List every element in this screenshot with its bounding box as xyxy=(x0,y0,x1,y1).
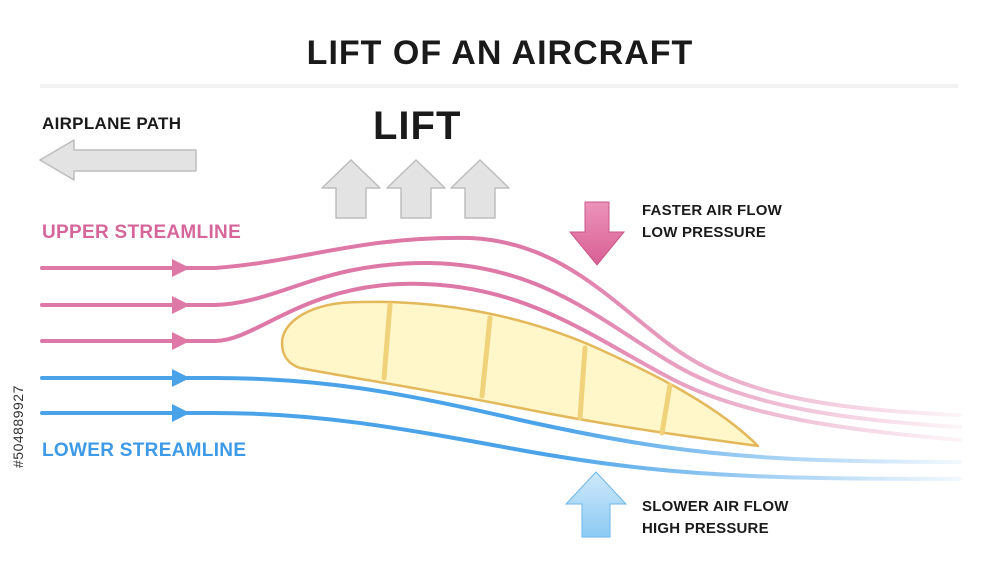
flow-arrowhead-icon xyxy=(172,404,190,422)
lower-flow-arrowheads xyxy=(172,369,190,422)
airfoil-rib xyxy=(479,315,493,399)
upper-streamline-3 xyxy=(40,281,962,442)
airfoil-rib xyxy=(659,382,673,436)
lift-arrow-icon xyxy=(321,159,381,219)
faster-air-flow-text: FASTER AIR FLOW xyxy=(642,202,782,219)
airplane-path-label: AIRPLANE PATH xyxy=(42,114,182,133)
upper-flow-arrowheads xyxy=(172,259,190,350)
lower-streamline-2 xyxy=(40,411,962,481)
upper-streamline-1 xyxy=(40,235,962,417)
low-pressure-text: LOW PRESSURE xyxy=(642,224,767,241)
lift-arrow-icon xyxy=(450,159,510,219)
page-title: LIFT OF AN AIRCRAFT xyxy=(306,34,694,72)
flow-arrowhead-icon xyxy=(172,296,190,314)
airfoil-rib xyxy=(381,302,393,381)
lower-streamline-1 xyxy=(40,376,962,464)
stock-id-watermark: #504889927 xyxy=(10,385,26,468)
slower-air-flow-text: SLOWER AIR FLOW xyxy=(642,498,789,515)
low-pressure-note: FASTER AIR FLOW LOW PRESSURE xyxy=(642,200,782,244)
upper-streamlines xyxy=(40,235,962,442)
upper-streamline-2 xyxy=(40,260,962,429)
lower-streamlines xyxy=(40,376,962,481)
lift-arrow-icon xyxy=(386,159,446,219)
lower-streamline-label: LOWER STREAMLINE xyxy=(42,440,247,461)
lift-arrows xyxy=(321,159,510,219)
high-pressure-text: HIGH PRESSURE xyxy=(642,520,769,537)
airplane-path-arrow-icon xyxy=(39,139,197,181)
low-pressure-down-arrow-icon xyxy=(568,201,626,266)
lift-label: LIFT xyxy=(373,104,462,148)
upper-streamline-label: UPPER STREAMLINE xyxy=(42,222,242,243)
airfoil-rib xyxy=(577,345,588,421)
high-pressure-up-arrow-icon xyxy=(564,471,628,538)
airfoil-wing xyxy=(280,300,760,448)
flow-arrowhead-icon xyxy=(172,332,190,350)
flow-arrowhead-icon xyxy=(172,259,190,277)
title-divider xyxy=(40,84,958,88)
high-pressure-note: SLOWER AIR FLOW HIGH PRESSURE xyxy=(642,496,789,540)
flow-arrowhead-icon xyxy=(172,369,190,387)
